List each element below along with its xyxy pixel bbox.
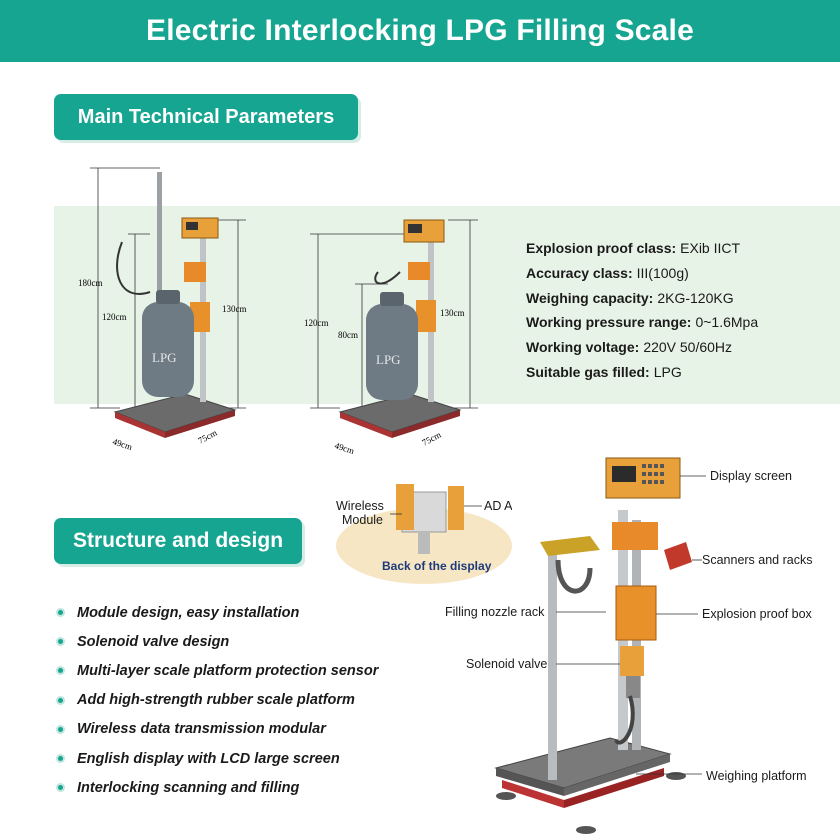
- callout-scanners: Scanners and racks: [702, 553, 812, 567]
- list-item: Add high-strength rubber scale platform: [56, 686, 378, 715]
- list-item: Interlocking scanning and filling: [56, 773, 378, 802]
- bullet-icon: [56, 695, 65, 705]
- dimension-label: 130cm: [440, 308, 465, 318]
- dimension-label: 120cm: [304, 318, 329, 328]
- bullet-icon: [56, 608, 65, 618]
- bullet-icon: [56, 783, 65, 793]
- header-bar: Electric Interlocking LPG Filling Scale: [0, 0, 840, 62]
- bullet-icon: [56, 754, 65, 764]
- list-item: Multi-layer scale platform protection se…: [56, 656, 378, 685]
- diagram-scale-compact: LPG 120cm 80cm 130cm 49cm 75cm: [304, 219, 478, 456]
- bullet-icon: [56, 666, 65, 676]
- back-display-caption: Back of the display: [382, 559, 492, 573]
- product-illustration: Display screen Scanners and racks Explos…: [445, 457, 813, 834]
- cylinder-label: LPG: [376, 352, 401, 367]
- list-item: Module design, easy installation: [56, 598, 378, 627]
- list-item: Solenoid valve design: [56, 627, 378, 656]
- spec-row: Explosion proof class:EXib IICT: [526, 240, 741, 256]
- spec-row: Suitable gas filled:LPG: [526, 363, 682, 380]
- list-item: English display with LCD large screen: [56, 744, 378, 773]
- dimension-label: 80cm: [338, 330, 358, 340]
- dimension-label: 180cm: [78, 278, 103, 288]
- spec-row: Accuracy class:III(100g): [526, 264, 689, 281]
- page-title: Electric Interlocking LPG Filling Scale: [146, 14, 694, 47]
- dimension-label: 130cm: [222, 304, 247, 314]
- section-title-structure: Structure and design: [54, 518, 302, 564]
- module-label: Module: [342, 513, 383, 527]
- spec-list: Explosion proof class:EXib IICT Accuracy…: [526, 236, 758, 385]
- dimension-label: 49cm: [333, 440, 355, 456]
- section-title-params: Main Technical Parameters: [54, 94, 358, 140]
- dimension-label: 120cm: [102, 312, 127, 322]
- cylinder-label: LPG: [152, 350, 177, 365]
- callout-solenoid: Solenoid valve: [466, 657, 547, 671]
- dimension-label: 75cm: [196, 428, 218, 446]
- dimension-label: 49cm: [111, 436, 133, 452]
- adaptor-label: AD Adaptor: [484, 499, 512, 513]
- callout-nozzle-rack: Filling nozzle rack: [445, 605, 545, 619]
- spec-row: Weighing capacity:2KG-120KG: [526, 289, 734, 306]
- bullet-icon: [56, 724, 65, 734]
- feature-list: Module design, easy installation Solenoi…: [56, 598, 378, 802]
- dimension-label: 75cm: [420, 430, 442, 448]
- list-item: Wireless data transmission modular: [56, 715, 378, 744]
- callout-platform: Weighing platform: [706, 769, 807, 783]
- spec-row: Working voltage:220V 50/60Hz: [526, 339, 733, 356]
- spec-row: Working pressure range:0~1.6Mpa: [526, 314, 759, 331]
- wireless-label: Wireless: [336, 499, 384, 513]
- back-of-display-inset: Wireless Module AD Adaptor Back of the d…: [336, 484, 512, 584]
- diagram-scale-full: LPG 180cm 120cm 130cm 49cm 75cm: [78, 167, 247, 452]
- callout-explosion-box: Explosion proof box: [702, 607, 813, 621]
- bullet-icon: [56, 637, 65, 647]
- callout-display-screen: Display screen: [710, 469, 792, 483]
